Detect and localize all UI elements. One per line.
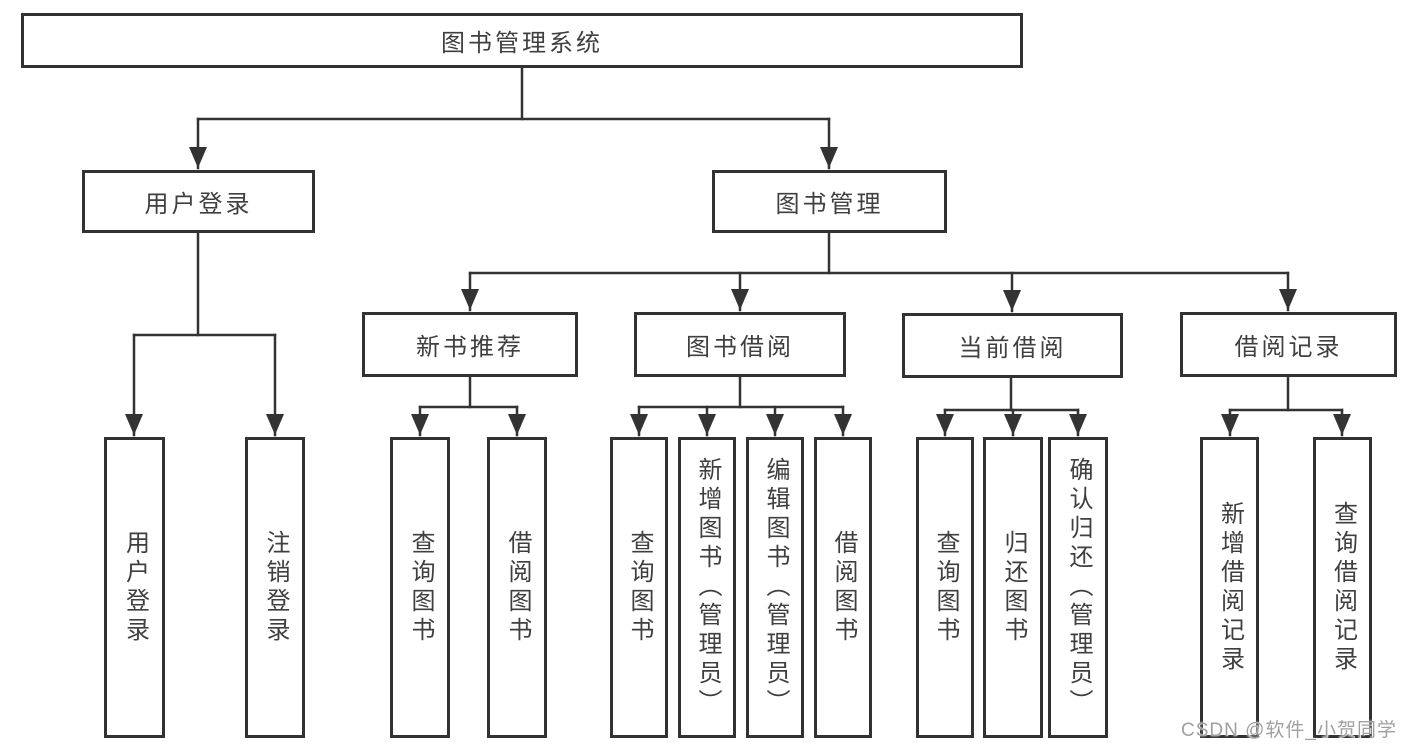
node-book-management: 图书管理 [712,170,947,233]
csdn-watermark: CSDN @软件_小贺同学 [1181,720,1397,741]
leaf-confirm-return-admin: 确认归还（管理员） [1048,437,1108,738]
node-borrowing-records: 借阅记录 [1180,312,1397,377]
node-library-management-system: 图书管理系统 [21,13,1023,68]
leaf-borrow-books: 借阅图书 [814,437,872,738]
leaf-query-books-current: 查询图书 [916,437,974,738]
leaf-user-login: 用户登录 [104,437,165,738]
leaf-borrow-books-recommend: 借阅图书 [487,437,547,738]
leaf-add-books-admin: 新增图书（管理员） [678,437,736,738]
node-new-book-recommend: 新书推荐 [362,312,578,377]
connector-root-to-level2 [189,66,838,170]
node-user-login: 用户登录 [82,170,315,233]
connector-borrowing-records-to-leaves [1221,375,1351,437]
leaf-return-books: 归还图书 [983,437,1043,738]
leaf-add-borrowing-record: 新增借阅记录 [1200,437,1259,738]
connector-book-management-to-level3 [461,231,1297,313]
connector-user-login-to-leaves [125,231,284,437]
leaf-query-borrowing-record: 查询借阅记录 [1313,437,1372,738]
leaf-query-books-recommend: 查询图书 [390,437,450,738]
leaf-edit-books-admin: 编辑图书（管理员） [746,437,804,738]
connector-book-borrowing-to-leaves [630,375,852,437]
connector-current-borrowing-to-leaves [936,376,1087,437]
leaf-logout: 注销登录 [245,437,305,738]
leaf-query-books-borrowing: 查询图书 [610,437,668,738]
node-book-borrowing: 图书借阅 [634,312,846,377]
node-current-borrowing: 当前借阅 [902,313,1123,378]
connector-new-book-recommend-to-leaves [411,375,526,437]
